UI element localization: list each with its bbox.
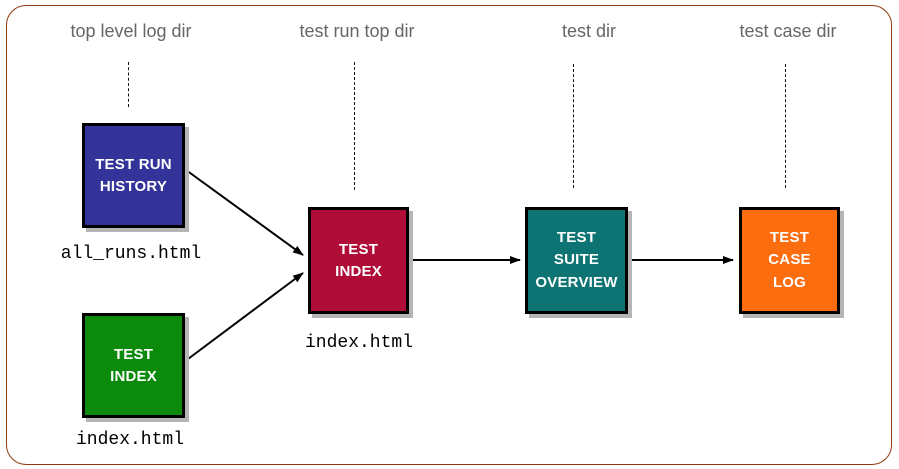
dashed-guide-test-dir bbox=[573, 64, 574, 188]
dashed-guide-test-run-top-dir bbox=[354, 62, 355, 190]
node-top-level-test-index: TEST INDEX bbox=[82, 313, 185, 418]
file-label-run-index-html: index.html bbox=[304, 333, 414, 353]
column-header-test-dir: test dir bbox=[561, 21, 617, 41]
node-top-level-test-index-label: TEST INDEX bbox=[110, 345, 157, 385]
node-test-run-history-label: TEST RUN HISTORY bbox=[95, 155, 172, 195]
node-test-run-history: TEST RUN HISTORY bbox=[82, 123, 185, 228]
node-test-case-log: TEST CASE LOG bbox=[739, 207, 840, 314]
node-test-case-log-label: TEST CASE LOG bbox=[768, 228, 811, 291]
node-test-run-index: TEST INDEX bbox=[308, 207, 409, 314]
column-header-test-run-top-dir: test run top dir bbox=[299, 21, 415, 41]
diagram-rounded-border bbox=[6, 5, 892, 465]
node-test-run-index-label: TEST INDEX bbox=[335, 240, 382, 280]
file-label-all-runs-html: all_runs.html bbox=[60, 244, 202, 264]
node-test-suite-overview: TEST SUITE OVERVIEW bbox=[525, 207, 628, 314]
dashed-guide-top-level-log-dir bbox=[128, 62, 129, 107]
node-test-suite-overview-label: TEST SUITE OVERVIEW bbox=[535, 228, 618, 291]
file-label-top-index-html: index.html bbox=[75, 430, 185, 450]
dashed-guide-test-case-dir bbox=[785, 64, 786, 188]
column-header-top-level-log-dir: top level log dir bbox=[70, 21, 192, 41]
column-header-test-case-dir: test case dir bbox=[739, 21, 837, 41]
